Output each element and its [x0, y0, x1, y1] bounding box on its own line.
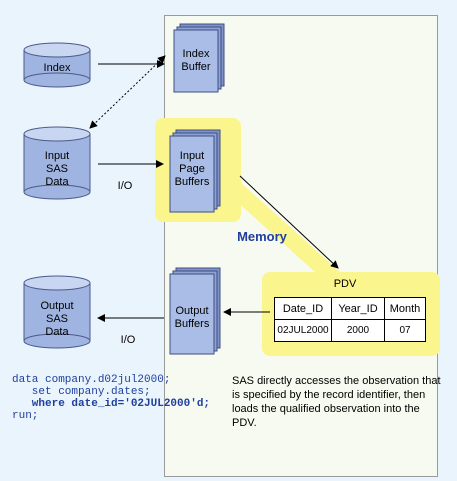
output-buffers-label: Output Buffers: [174, 305, 210, 330]
code-line-4: run;: [12, 410, 39, 422]
code-line-3: where date_id='02JUL2000'd;: [12, 398, 211, 410]
arrow-input-index-dotted: [89, 55, 166, 129]
code-line-2: set company.dates;: [12, 386, 151, 398]
input-page-buffers-box: [169, 129, 221, 213]
input-page-buffers-label: Input Page Buffers: [174, 150, 210, 188]
input-data-cylinder: [23, 126, 91, 200]
sas-code-block: data company.d02jul2000; set company.dat…: [12, 374, 210, 422]
description-text: SAS directly accesses the observation th…: [232, 375, 441, 429]
memory-label: Memory: [237, 229, 287, 244]
pdv-header-date-id: Date_ID: [274, 297, 332, 320]
pdv-header-row: Date_ID Year_ID Month: [274, 297, 426, 320]
output-data-cylinder: [23, 275, 91, 349]
input-data-label: Input SAS Data: [44, 150, 70, 188]
index-label: Index: [43, 62, 71, 74]
pdv-label: PDV: [333, 278, 357, 290]
index-buffer-label: Index Buffer: [181, 48, 211, 73]
pdv-data-row: 02JUL2000 2000 07: [274, 319, 426, 342]
pdv-cell-year-id: 2000: [331, 319, 385, 342]
pdv-cell-month: 07: [384, 319, 426, 342]
index-buffer-box: [173, 23, 225, 93]
pdv-table: Date_ID Year_ID Month 02JUL2000 2000 07: [274, 297, 426, 342]
output-data-label: Output SAS Data: [40, 300, 74, 338]
pdv-header-year-id: Year_ID: [331, 297, 385, 320]
pdv-cell-date-id: 02JUL2000: [274, 319, 332, 342]
arrow-page-buffers-to-pdv: [239, 175, 339, 269]
io-label-input: I/O: [117, 180, 133, 192]
code-line-1: data company.d02jul2000;: [12, 374, 171, 386]
pdv-header-month: Month: [384, 297, 426, 320]
output-buffers-box: [169, 267, 221, 355]
io-label-output: I/O: [120, 334, 136, 346]
